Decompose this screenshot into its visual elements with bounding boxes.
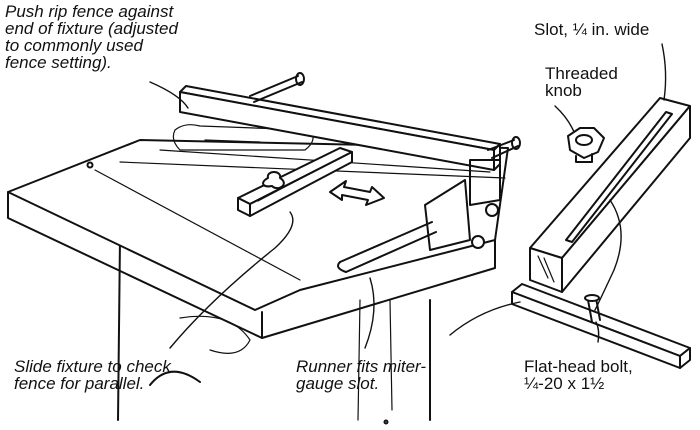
runner-and-bolt-detail xyxy=(511,283,691,369)
label-runner: Runner fits miter- gauge slot. xyxy=(296,357,427,393)
slotted-board-detail xyxy=(529,97,691,293)
fence-rails xyxy=(249,72,521,273)
leader-lines xyxy=(149,43,667,349)
saw-cabinet xyxy=(117,237,431,421)
threaded-knob-detail xyxy=(567,127,605,163)
label-push-rip-fence: Push rip fence against end of fixture (a… xyxy=(5,2,178,72)
label-slide-fixture: Slide fixture to check fence for paralle… xyxy=(14,357,171,393)
label-slot: Slot, ¼ in. wide xyxy=(534,20,650,39)
stray-dot xyxy=(383,419,389,425)
fixture-on-table xyxy=(237,147,353,217)
label-flat-head-bolt: Flat-head bolt, ¼-20 x 1½ xyxy=(524,357,633,393)
slide-direction-arrow xyxy=(329,180,385,206)
rip-fence xyxy=(179,85,501,217)
label-threaded-knob: Threaded knob xyxy=(545,64,618,100)
